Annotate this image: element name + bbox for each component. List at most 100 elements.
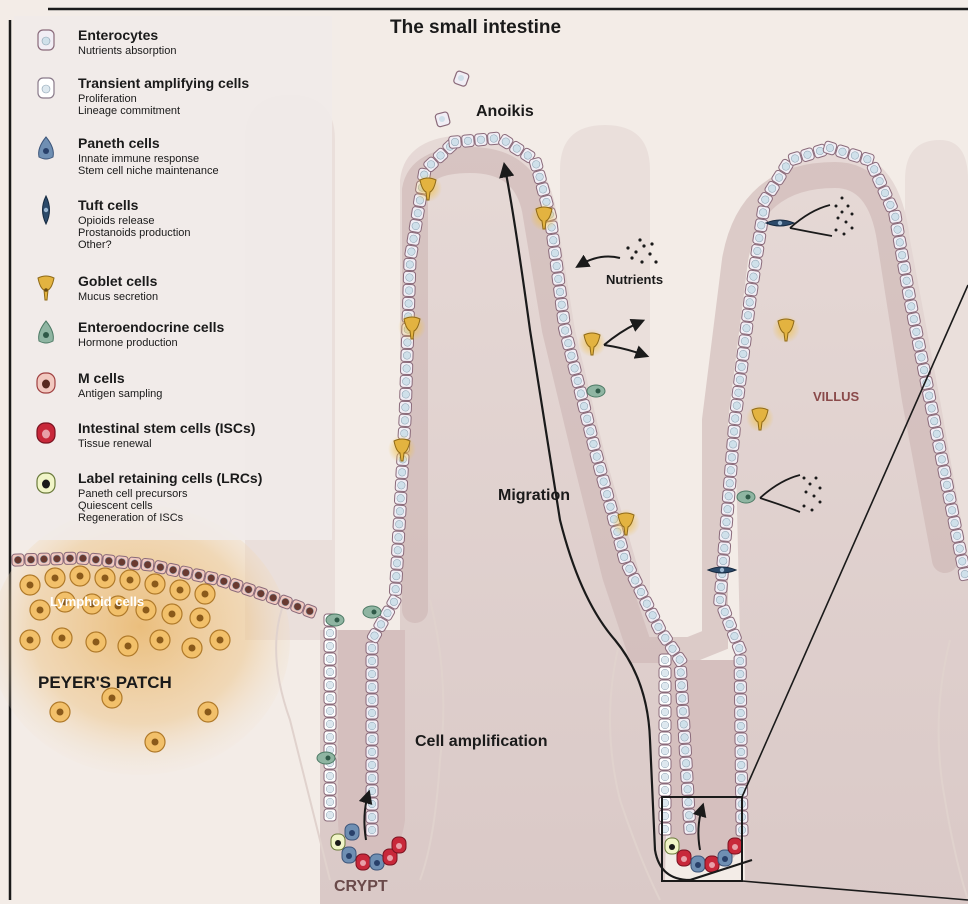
legend-item-title: M cells xyxy=(78,370,125,386)
enterocyte-cell xyxy=(932,440,946,454)
enterocyte-cell xyxy=(659,797,671,809)
label-retaining-cell xyxy=(665,838,679,854)
enterocyte-cell xyxy=(726,438,739,451)
enterocyte-cell xyxy=(324,718,336,730)
lymphoid-cell xyxy=(52,628,72,648)
enterocyte-cell xyxy=(719,529,732,542)
enterocyte-cell xyxy=(728,412,741,425)
enterocyte-cell xyxy=(914,350,928,364)
legend-item-desc: Other? xyxy=(78,239,112,251)
enterocyte-cell xyxy=(25,553,37,565)
legend-item-title: Intestinal stem cells (ISCs) xyxy=(78,420,255,436)
enterocyte-cell xyxy=(893,235,907,249)
intestinal-stem-cell xyxy=(356,854,370,870)
enterocyte-cell xyxy=(948,516,962,530)
enterocyte-cell xyxy=(659,745,671,757)
enterocyte-cell xyxy=(404,258,416,270)
enterocyte-cell xyxy=(738,334,751,347)
enterocyte-cell xyxy=(953,542,967,556)
enterocyte-cell xyxy=(536,182,551,197)
enterocyte-cell xyxy=(366,733,378,745)
lymphoid-cell xyxy=(95,568,115,588)
enterocyte-cell xyxy=(715,580,728,593)
enterocyte-cell xyxy=(902,287,916,301)
transient-amplifying-cell-icon xyxy=(38,78,54,98)
enterocyte-cell xyxy=(570,374,585,389)
enterocyte-cell xyxy=(734,668,746,680)
cell-amplification-label: Cell amplification xyxy=(415,733,547,750)
enteroendocrine-cell xyxy=(317,752,335,764)
m-cell-icon xyxy=(37,373,55,393)
paneth-cell xyxy=(691,856,705,872)
intestinal-stem-cell xyxy=(677,850,691,866)
lymphoid-cell xyxy=(70,566,90,586)
lymphoid-cell xyxy=(198,702,218,722)
enterocyte-cell xyxy=(937,465,951,479)
enterocyte-cell xyxy=(389,583,402,596)
goblet-cell xyxy=(746,404,774,432)
enterocyte-cell xyxy=(404,245,418,259)
enterocyte-cell xyxy=(366,759,378,771)
lymphoid-cell xyxy=(86,632,106,652)
legend-item-title: Enteroendocrine cells xyxy=(78,319,224,335)
enterocyte-cell xyxy=(681,783,694,796)
enteroendocrine-cell xyxy=(326,614,344,626)
lymphoid-cell xyxy=(210,630,230,650)
enterocyte-cell xyxy=(680,770,693,783)
enterocyte-cell xyxy=(394,492,407,505)
legend-item-desc: Quiescent cells xyxy=(78,500,153,512)
enterocyte-cell xyxy=(366,798,378,810)
enterocyte-cell xyxy=(718,542,731,555)
enterocyte-cell xyxy=(574,386,589,401)
crypt-label: CRYPT xyxy=(334,878,388,895)
enterocyte-cell xyxy=(366,707,378,719)
enterocyte-cell xyxy=(529,157,544,172)
enterocyte-cell xyxy=(474,133,487,146)
enterocyte-cell xyxy=(677,705,690,718)
enterocyte-cell xyxy=(395,479,408,492)
legend-item-title: Goblet cells xyxy=(78,273,158,289)
enterocyte-cell xyxy=(583,424,598,439)
goblet-cell xyxy=(530,203,558,231)
enterocyte-cell xyxy=(735,733,747,745)
enterocyte-cell xyxy=(725,451,738,464)
legend-item-desc: Antigen sampling xyxy=(78,388,162,400)
enterocyte-cell xyxy=(324,783,336,795)
enterocyte-cell xyxy=(895,248,909,262)
enterocyte-cell xyxy=(552,272,565,285)
lymphoid-cell xyxy=(50,702,70,722)
enterocyte-cell xyxy=(586,437,601,452)
enterocyte-cell xyxy=(900,274,914,288)
goblet-cell xyxy=(612,509,640,537)
enterocyte-cell xyxy=(403,284,415,296)
enterocyte-cell xyxy=(396,466,409,479)
enterocyte-cell xyxy=(927,414,941,428)
enterocyte-cell xyxy=(659,706,671,718)
enterocyte-cell xyxy=(723,477,736,490)
enterocyte-cell xyxy=(392,531,405,544)
legend-item-title: Transient amplifying cells xyxy=(78,75,249,91)
enterocyte-cell xyxy=(734,694,746,706)
enterocyte-cell xyxy=(735,772,747,784)
enterocyte-cell xyxy=(461,134,474,147)
diagram-title: The small intestine xyxy=(390,17,561,38)
enterocyte-cell xyxy=(394,505,407,518)
enterocyte-cell xyxy=(659,823,671,835)
legend-item-desc: Opioids release xyxy=(78,215,154,227)
legend-item-desc: Proliferation xyxy=(78,93,137,105)
enterocyte-cell xyxy=(589,449,604,464)
legend-item-title: Tuft cells xyxy=(78,197,139,213)
enterocyte-cell xyxy=(922,389,936,403)
enterocyte-icon xyxy=(38,30,54,50)
enterocyte-cell xyxy=(191,568,205,582)
lymphoid-cell xyxy=(182,638,202,658)
enterocyte-cell xyxy=(400,362,412,374)
enterocyte-cell xyxy=(717,555,730,568)
enterocyte-cell xyxy=(550,259,563,272)
enteroendocrine-cell xyxy=(737,491,755,503)
enterocyte-cell xyxy=(166,563,180,577)
legend-item-desc: Nutrients absorption xyxy=(78,45,176,57)
enterocyte-cell xyxy=(945,503,959,517)
enterocyte-cell xyxy=(740,322,753,335)
enterocyte-cell xyxy=(935,452,949,466)
